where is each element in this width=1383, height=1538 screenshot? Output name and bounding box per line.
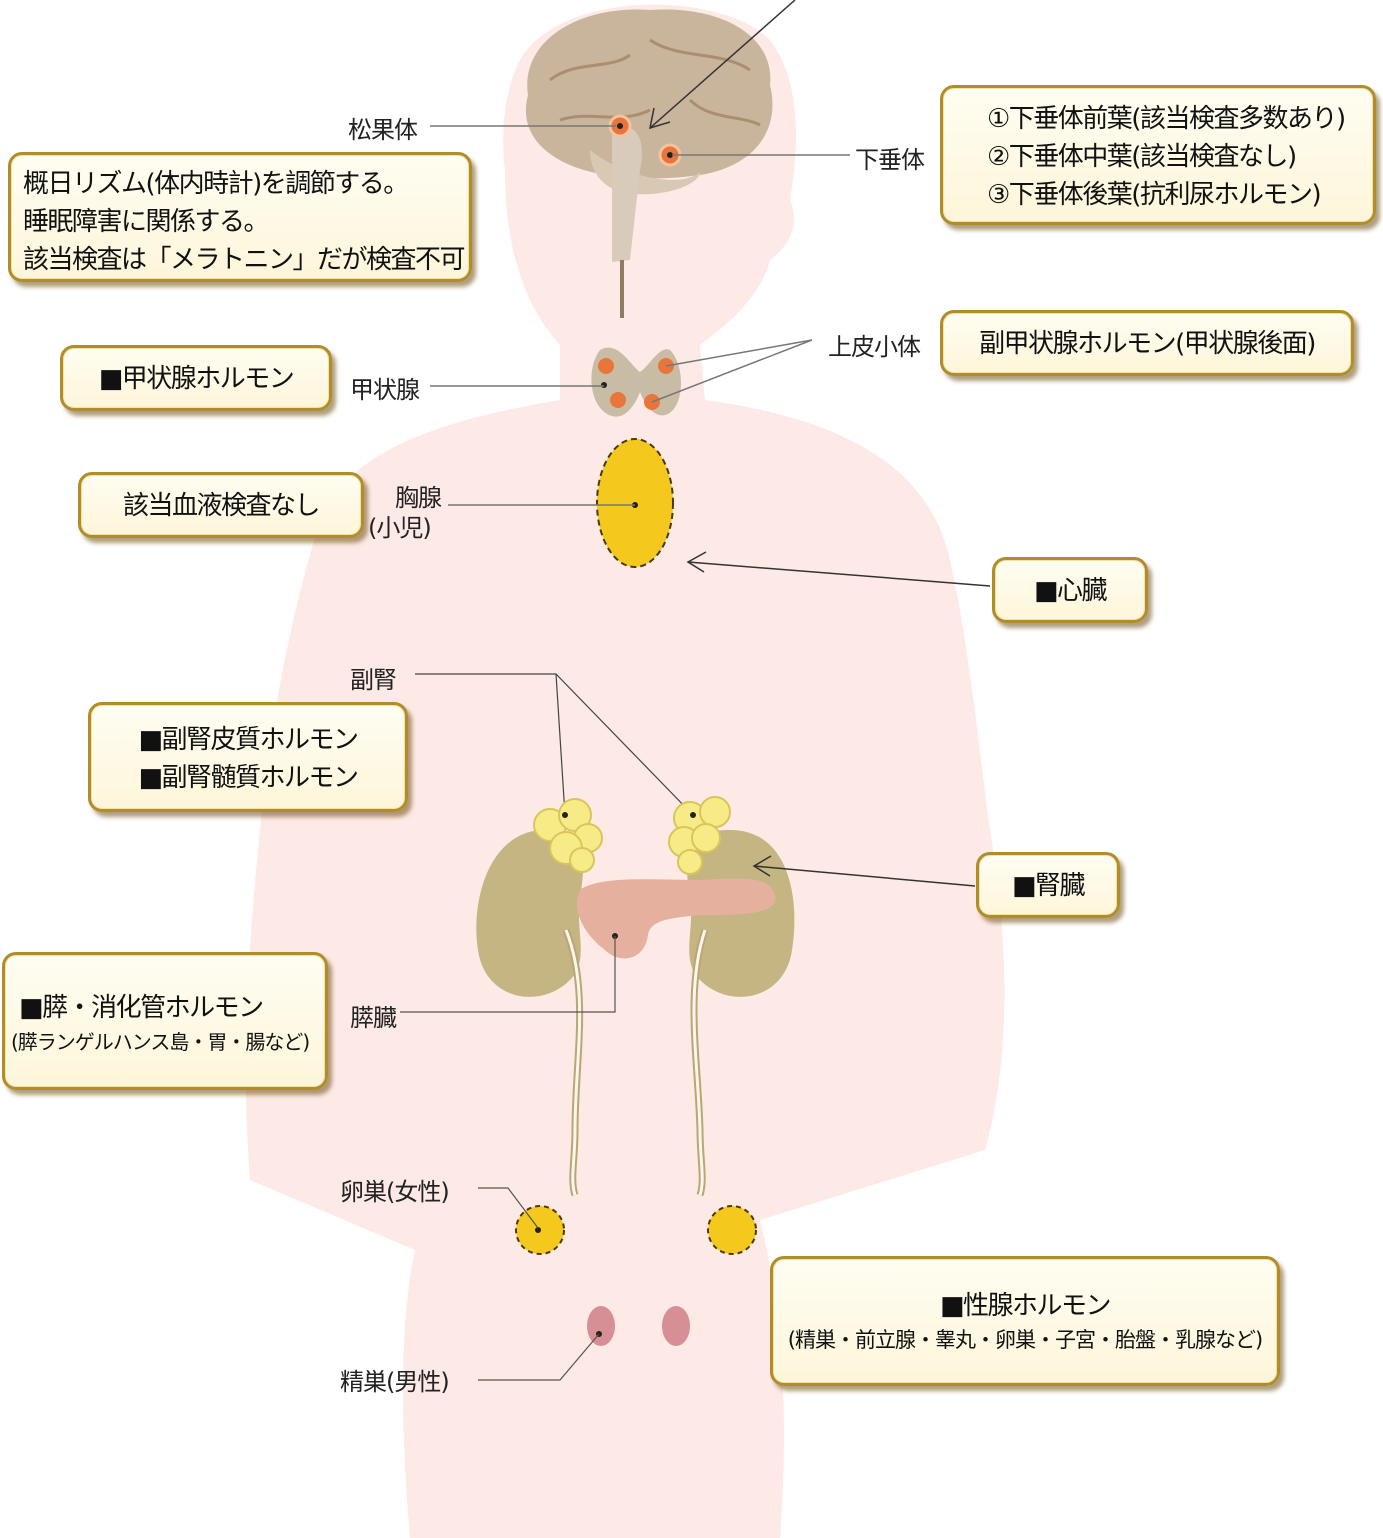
parathyroid-dot-3: [610, 392, 626, 408]
thymus-info-box: 該当血液検査なし: [78, 472, 364, 538]
testis-left: [587, 1306, 615, 1346]
gonad-info-box: ■性腺ホルモン (精巣・前立腺・睾丸・卵巣・子宮・胎盤・乳腺など): [770, 1256, 1280, 1386]
adrenal-info-line-1: ■副腎皮質ホルモン: [91, 721, 405, 759]
brain: [526, 9, 773, 178]
testis-right: [662, 1306, 690, 1346]
adrenal-right-point: [690, 812, 696, 818]
pituitary-label: 下垂体: [855, 140, 924, 175]
adrenal-info-line-2: ■副腎髄質ホルモン: [91, 759, 405, 797]
adrenal-label: 副腎: [350, 660, 396, 695]
thyroid-point: [601, 382, 607, 388]
gonad-info-line-2: (精巣・前立腺・睾丸・卵巣・子宮・胎盤・乳腺など): [773, 1325, 1277, 1355]
parathyroid-info-text: 副甲状腺ホルモン(甲状腺後面): [979, 329, 1315, 359]
pineal-info-line-3: 該当検査は「メラトニン」だが検査不可: [23, 241, 457, 279]
pituitary-info-line-1: ①下垂体前葉(該当検査多数あり): [987, 100, 1373, 138]
pituitary-info-line-2: ②下垂体中葉(該当検査なし): [987, 138, 1373, 176]
kidney-info-box: ■腎臓: [976, 852, 1120, 918]
thyroid-label: 甲状腺: [350, 370, 419, 405]
parathyroid-info-box: 副甲状腺ホルモン(甲状腺後面): [940, 310, 1354, 376]
pineal-info-line-1: 概日リズム(体内時計)を調節する。: [23, 165, 457, 203]
pineal-info-line-2: 睡眠障害に関係する。: [23, 203, 457, 241]
adrenal-info-box: ■副腎皮質ホルモン ■副腎髄質ホルモン: [88, 702, 408, 812]
ovary-label: 卵巣(女性): [340, 1172, 449, 1207]
testis-label: 精巣(男性): [340, 1362, 449, 1397]
thymus-info-text: 該当血液検査なし: [123, 491, 319, 521]
pineal-info-box: 概日リズム(体内時計)を調節する。 睡眠障害に関係する。 該当検査は「メラトニン…: [8, 152, 472, 282]
parathyroid-label: 上皮小体: [828, 327, 920, 362]
kidney-info-text: ■腎臓: [1012, 871, 1084, 901]
thyroid-info-text: ■甲状腺ホルモン: [99, 364, 294, 394]
pancreas-info-line-1: ■膵・消化管ホルモン: [19, 989, 325, 1027]
pancreas-info-box: ■膵・消化管ホルモン (膵ランゲルハンス島・胃・腸など): [2, 952, 328, 1090]
thyroid-info-box: ■甲状腺ホルモン: [60, 345, 332, 411]
pancreas-info-line-2: (膵ランゲルハンス島・胃・腸など): [11, 1027, 325, 1057]
pancreas-label: 膵臓: [350, 998, 396, 1033]
parathyroid-dot-1: [598, 358, 614, 374]
thymus-label-2: (小児): [368, 508, 431, 543]
gonad-info-line-1: ■性腺ホルモン: [773, 1287, 1277, 1325]
adrenal-left-point: [562, 812, 568, 818]
pineal-point: [617, 123, 623, 129]
heart-info-text: ■心臓: [1034, 576, 1106, 606]
pituitary-info-box: ①下垂体前葉(該当検査多数あり) ②下垂体中葉(該当検査なし) ③下垂体後葉(抗…: [940, 85, 1376, 225]
pituitary-info-line-3: ③下垂体後葉(抗利尿ホルモン): [987, 176, 1373, 214]
heart-info-box: ■心臓: [992, 557, 1148, 623]
pineal-label: 松果体: [348, 110, 417, 145]
ovary-right: [708, 1206, 756, 1254]
